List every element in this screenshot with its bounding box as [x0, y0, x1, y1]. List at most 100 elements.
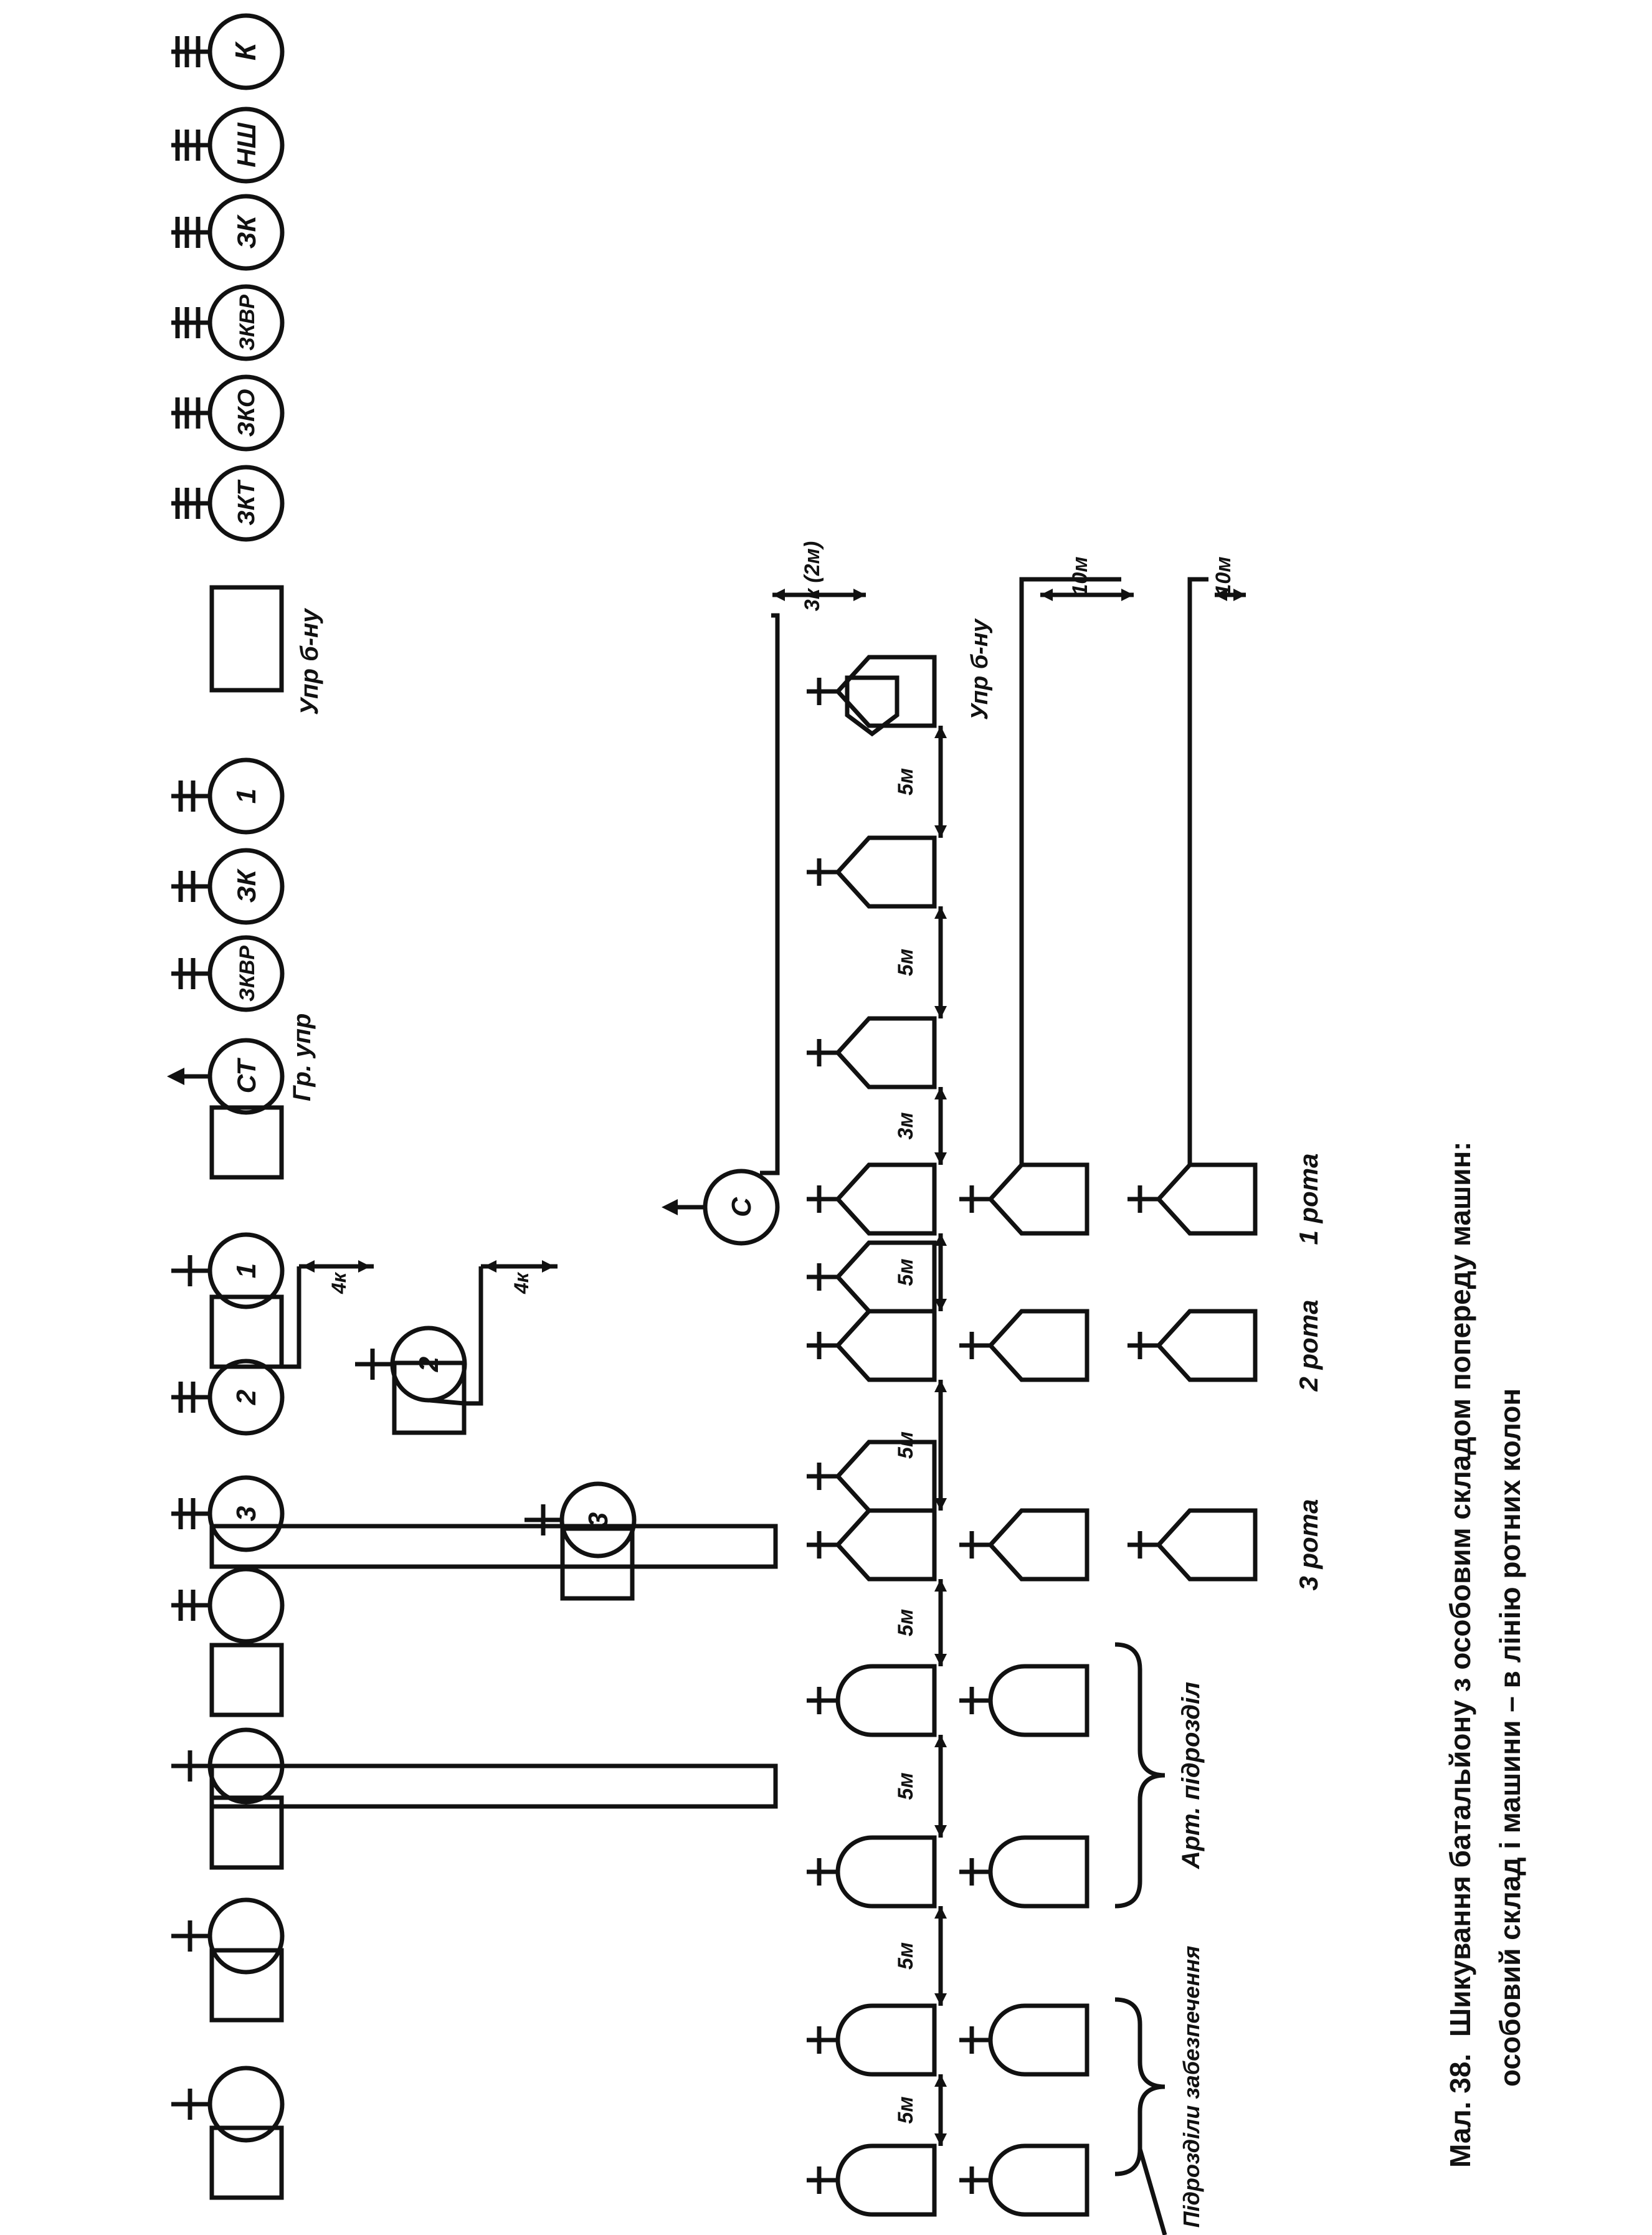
interval-5m-3-label: 5м [894, 1258, 918, 1286]
vehicle-3-rota-row2 [987, 1508, 1089, 1582]
vehicle-supply-row2-1 [988, 2003, 1089, 2077]
platoon-3: 3 [525, 1481, 637, 1601]
group-member-zkvr: ЗКВР [171, 935, 285, 1012]
company-2-top: 2 [171, 1359, 778, 1569]
company-1-label: 1 рота [1294, 1153, 1323, 1245]
interval-5m-7-label: 5м [894, 1942, 918, 1970]
group-member-st: СТ [167, 1038, 285, 1115]
svg-text:1: 1 [231, 1263, 262, 1278]
vehicle-2-rota-b [835, 1309, 937, 1382]
interval-5m-8-head-a [934, 2074, 947, 2087]
svg-text:С: С [726, 1197, 757, 1217]
chief-of-staff-label: НШ [232, 122, 261, 167]
interval-10m-2-label: 10м [1212, 557, 1235, 596]
special-arrow-icon [662, 1199, 678, 1215]
vehicle-hq-label: Упр б-ну [967, 618, 993, 720]
vehicle-3-rota-b [835, 1508, 937, 1582]
supply-label: Підрозділи забезпечення [1179, 1946, 1204, 2228]
company-2-label: 2 рота [1294, 1299, 1323, 1392]
group-member-1: 1 [171, 757, 285, 835]
interval-4k-2: 4к [481, 1260, 558, 1294]
vehicle-hq [835, 655, 937, 728]
interval-5m-5-head-b [934, 1654, 947, 1666]
battalion-hq-box-label: Упр б-ну [296, 608, 323, 715]
group-label: Гр. упр [288, 1013, 316, 1101]
deputy-education-circle: ЗКВР [171, 284, 285, 361]
vehicle-art-2 [835, 1835, 937, 1909]
interval-5m-4-head-a [934, 1380, 947, 1392]
svg-text:1: 1 [231, 789, 262, 804]
interval-10m-2-head-b [1233, 589, 1246, 601]
svg-text:4к: 4к [328, 1271, 350, 1294]
group-vehicle-box [209, 1105, 284, 1180]
battalion-hq-box [209, 585, 284, 693]
platoon-1: 1 [171, 1232, 301, 1369]
deputy-technical-circle: ЗКТ [171, 465, 285, 542]
vehicle-art-row2-2 [988, 1835, 1089, 1909]
interval-5m-4-label: 5м [894, 1431, 918, 1459]
command-row: К НШ ЗК ЗКВР [171, 13, 285, 542]
deputy-armament-circle: ЗКО [171, 374, 285, 452]
vehicle-1-rota-row3 [1156, 1162, 1258, 1236]
interval-10m-2-head-a [1215, 589, 1227, 601]
special-circle: С [662, 613, 780, 1246]
interval-5m-1-head-b [934, 825, 947, 838]
interval-5m-2-head-a [934, 906, 947, 919]
vehicle-3-rota-a [835, 1440, 937, 1513]
vehicle-2-rota-row2 [987, 1309, 1089, 1382]
platoon-2: 2 [355, 1266, 483, 1435]
interval-5m-7-head-a [934, 1906, 947, 1919]
interval-5m-6-head-a [934, 1735, 947, 1747]
art-label: Арт. підрозділ [1177, 1682, 1205, 1869]
interval-3m-head-a [934, 1087, 947, 1099]
interval-5m-6-head-b [934, 1825, 947, 1838]
interval-3m-head-b [934, 1152, 947, 1165]
vehicle-2-rota-a [835, 1240, 937, 1314]
support-top-row [171, 1567, 285, 2200]
interval-10m-1-label: 10м [1068, 557, 1092, 596]
interval-5m-1-head-a [934, 726, 947, 738]
line-10m-row2 [1019, 577, 1121, 1165]
vehicle-5m-b [835, 1016, 937, 1089]
line-10m-row3 [1187, 577, 1208, 1165]
vehicle-5m-a [835, 835, 937, 909]
interval-3k-label: 3к (2м) [800, 541, 824, 611]
group-member-zk: ЗК [171, 848, 285, 925]
svg-text:3: 3 [231, 1506, 262, 1521]
vehicle-1-rota [835, 1162, 937, 1236]
deputy-technical-label: ЗКТ [234, 479, 260, 525]
vehicle-art-1 [835, 1664, 937, 1737]
commander-label: К [229, 41, 262, 60]
caption-line2: особовий склад і машини – в лінію ротних… [1494, 1388, 1526, 2087]
svg-text:ЗК: ЗК [232, 868, 261, 903]
interval-5m-3-head-b [934, 1299, 947, 1311]
company-3-label: 3 рота [1294, 1499, 1323, 1590]
company-3-top: 3 [171, 1475, 778, 1809]
interval-5m-7-head-b [934, 1993, 947, 2006]
interval-5m-2-head-b [934, 1006, 947, 1018]
interval-5m-6-label: 5м [894, 1772, 918, 1800]
svg-text:ЗКВР: ЗКВР [235, 946, 259, 1002]
stray-line [1137, 2148, 1167, 2235]
vehicle-supply-1 [835, 2003, 937, 2077]
vehicle-3-rota-row3 [1156, 1508, 1258, 1582]
interval-5m-8-label: 5м [894, 2096, 918, 2123]
deputy-commander-circle: ЗК [171, 194, 285, 271]
interval-5m-3-head-a [934, 1233, 947, 1246]
svg-text:СТ: СТ [232, 1057, 261, 1093]
group-row: 1 ЗК ЗКВР СТ [167, 757, 285, 1115]
vehicle-supply-2 [835, 2143, 937, 2217]
vehicle-1-rota-row2 [987, 1162, 1089, 1236]
interval-10m-1-head-b [1121, 589, 1134, 601]
vehicle-art-row2-1 [988, 1664, 1089, 1737]
interval-5m-5-label: 5м [894, 1609, 918, 1636]
supply-brace [1114, 1997, 1165, 2176]
vehicle-supply-row2-2 [988, 2143, 1089, 2217]
art-brace [1114, 1642, 1165, 1909]
interval-5m-5-head-a [934, 1579, 947, 1592]
svg-text:Мал. 38. Шикування батал: Мал. 38. Шикування батальйону з особовим… [1444, 1141, 1476, 2168]
interval-3m-label: 3м [894, 1112, 918, 1139]
svg-text:2: 2 [231, 1389, 262, 1405]
deputy-education-label: ЗКВР [235, 295, 259, 351]
